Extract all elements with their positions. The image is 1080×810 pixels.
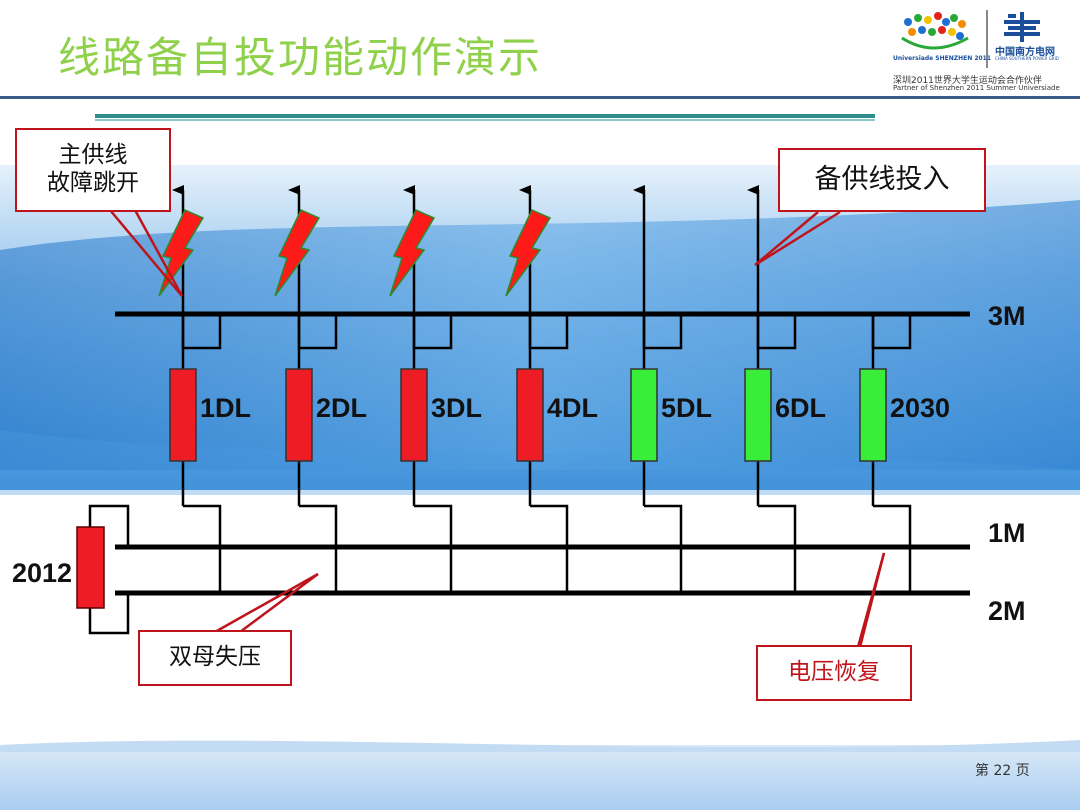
feeder-4: 4DL [505, 185, 598, 593]
grid-name-cn: 中国南方电网 [995, 47, 1055, 58]
pointer-dual-loss [214, 572, 319, 634]
disconnector-1m [644, 504, 683, 547]
feeder-5: 5DL [630, 185, 712, 593]
bus-1m-label: 1M [988, 518, 1026, 548]
disconnector-3m [528, 314, 569, 350]
feeder-7: 2030 [859, 314, 950, 593]
grid-name-en: CHINA SOUTHERN POWER GRID [995, 56, 1059, 61]
disconnector-3m [297, 314, 338, 350]
fault-lightning-icon [505, 209, 552, 297]
fault-lightning-icon [158, 209, 205, 297]
page-title: 线路备自投功能动作演示 [58, 33, 543, 82]
disconnector-3m [871, 314, 912, 350]
disconnector-1m [758, 504, 797, 547]
breaker-4dl [516, 368, 544, 462]
breaker-label: 2030 [890, 393, 950, 423]
disconnector-3m [412, 314, 453, 350]
callout-dual-bus-loss: 双母失压 [138, 630, 292, 686]
disconnector-1m [414, 504, 453, 547]
breaker-2dl [285, 368, 313, 462]
disconnector-1m [299, 504, 338, 547]
bus-2m-label: 2M [988, 596, 1026, 626]
callout-main-line-trip: 主供线 故障跳开 [15, 128, 171, 212]
pointer-main-trip [109, 209, 183, 297]
pointer-voltage-restored-2 [856, 552, 886, 648]
page-suffix: 页 [1015, 763, 1030, 779]
universiade-caption: Universiade SHENZHEN 2011 [893, 55, 992, 62]
disconnector-1m [183, 504, 222, 547]
pointer-main-trip-2 [133, 209, 184, 297]
feeder-group: 1DL 2DL 3DL 4DL 5DL 6DL 2030 [158, 185, 950, 593]
page-prefix: 第 [975, 763, 989, 779]
fault-lightning-icon [389, 209, 436, 297]
callout-main-line-trip-line1: 主供线 [58, 142, 128, 169]
page-number: 第 22 页 [975, 760, 1030, 780]
feeder-6: 6DL [744, 185, 826, 593]
breaker-label: 6DL [775, 393, 826, 423]
feeder-3: 3DL [389, 185, 482, 593]
breaker-label: 1DL [200, 393, 251, 423]
feeder-1: 1DL [158, 185, 251, 593]
logo-block [901, 10, 1040, 68]
callout-main-line-trip-line2: 故障跳开 [47, 170, 139, 196]
pointer-dual-loss-2 [239, 572, 319, 634]
disconnector-1m [530, 504, 569, 547]
fault-lightning-icon [274, 209, 321, 297]
bus-coupler: 2012 [12, 504, 130, 635]
breaker-1dl [169, 368, 197, 462]
breaker-2012 [76, 526, 105, 609]
pointer-backup-on [754, 211, 819, 266]
disconnector-3m [181, 314, 222, 350]
pointer-backup-on-2 [754, 210, 841, 267]
universiade-logo-icon [901, 12, 969, 50]
feeder-2: 2DL [274, 185, 367, 593]
breaker-label: 2DL [316, 393, 367, 423]
disconnector-3m [756, 314, 797, 350]
breaker-2030 [859, 368, 887, 462]
disconnector-3m [642, 314, 683, 350]
bus-3m-label: 3M [988, 301, 1026, 331]
china-southern-grid-logo-icon [1004, 12, 1040, 42]
breaker-5dl [630, 368, 658, 462]
callout-backup-line-on: 备供线投入 [778, 148, 986, 212]
breaker-3dl [400, 368, 428, 462]
breaker-label: 4DL [547, 393, 598, 423]
breaker-label: 3DL [431, 393, 482, 423]
breaker-2012-label: 2012 [12, 558, 72, 588]
partner-cn: 深圳2011世界大学生运动会合作伙伴 [893, 76, 1042, 86]
disconnector-1m [873, 504, 912, 547]
partner-en: Partner of Shenzhen 2011 Summer Universi… [893, 84, 1060, 92]
page-number-value: 22 [993, 763, 1012, 779]
breaker-label: 5DL [661, 393, 712, 423]
callout-voltage-restored: 电压恢复 [756, 645, 912, 701]
breaker-6dl [744, 368, 772, 462]
